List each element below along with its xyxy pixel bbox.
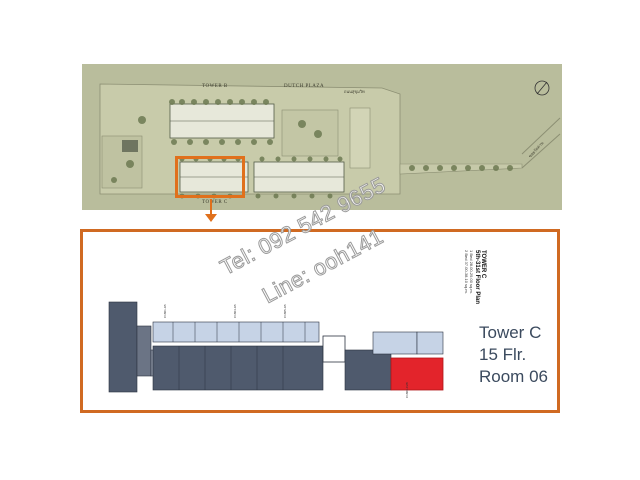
tower-c-block [179,161,249,193]
dutch-plaza-label: DUTCH PLAZA [284,84,325,89]
info-tower: Tower C [479,323,542,342]
road-label-1: ถนนสุขุมวิท [344,89,365,94]
tower-b-block [169,103,275,139]
legend-tower: TOWER C [480,250,486,279]
tower-d-block [253,161,345,193]
legend-note-1: 1 Bed 28.00-29.00 sq.m. [469,250,474,294]
site-plan: TOWER B DUTCH PLAZA TOWER C ถนนสุขุมวิท … [82,64,562,210]
legend-floor-range: 5th-31st Floor Plan [474,250,480,305]
room-info: Tower C 15 Flr. Room 06 [479,322,559,388]
floor-plan-frame: C1801-1B C1804-1B C1805-1B C1806-C2B [80,229,560,413]
selected-unit [390,357,444,391]
floor-plan-drawing [108,301,444,393]
info-floor: 15 Flr. [479,345,527,364]
arrow-down-icon [205,214,217,222]
plan-legend: TOWER C 5th-31st Floor Plan 1 Bed 28.00-… [440,250,486,330]
tower-c-highlight [175,156,245,198]
legend-note-2: 2 Bed 37.00-38.10 sq.m. [464,250,469,294]
trees [111,99,513,199]
tower-c-label: TOWER C [202,200,228,205]
arrow-connector [210,199,212,215]
compass-icon [534,80,550,96]
tower-b-label: TOWER B [202,84,228,89]
info-room: Room 06 [479,367,548,386]
